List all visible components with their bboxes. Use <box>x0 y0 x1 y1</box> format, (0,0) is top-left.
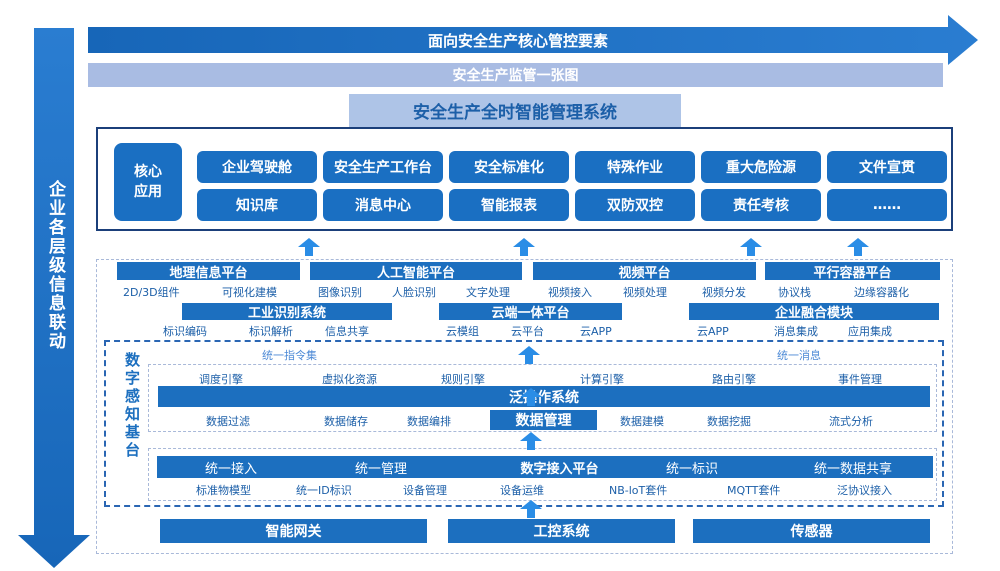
core-button: 安全标准化 <box>449 151 569 183</box>
unified-message-label: 统一消息 <box>777 349 821 362</box>
data-item: 流式分析 <box>829 415 873 428</box>
up-arrow-icon <box>298 238 320 256</box>
digital-base-title: 数字感知基台 <box>123 352 141 460</box>
top-right-arrow <box>88 15 978 65</box>
platform-item: 视频分发 <box>702 286 746 299</box>
engine-item: 规则引擎 <box>441 373 485 386</box>
platform-item: 标识编码 <box>163 325 207 338</box>
platform-area-outline <box>96 259 953 554</box>
platform-item: 可视化建模 <box>222 286 277 299</box>
platform-item: 2D/3D组件 <box>123 286 180 299</box>
platform-item: 视频接入 <box>548 286 592 299</box>
left-arrow-label: 企业各层级信息联动 <box>45 180 65 351</box>
os-title-bar: 泛操作系统 <box>158 386 930 407</box>
data-management-box: 数据管理 <box>490 410 597 430</box>
core-button: 企业驾驶舱 <box>197 151 317 183</box>
core-button: 特殊作业 <box>575 151 695 183</box>
up-arrow-icon <box>740 238 762 256</box>
data-item: 数据编排 <box>407 415 451 428</box>
platform-item: 信息共享 <box>325 325 369 338</box>
os-inner-frame <box>148 364 937 432</box>
platform-item: 图像识别 <box>318 286 362 299</box>
data-item: 数据过滤 <box>206 415 250 428</box>
platform-title: 人工智能平台 <box>310 262 522 281</box>
supervision-bar: 安全生产监管一张图 <box>88 63 943 87</box>
up-arrow-icon <box>520 432 542 450</box>
access-item: 设备运维 <box>500 484 544 497</box>
platform-title: 平行容器平台 <box>765 262 940 281</box>
access-item: MQTT套件 <box>727 484 781 497</box>
core-button: 知识库 <box>197 189 317 221</box>
platform-title: 云端一体平台 <box>439 303 622 321</box>
core-button: 消息中心 <box>323 189 443 221</box>
up-arrow-icon <box>518 346 540 364</box>
platform-item: 协议栈 <box>778 286 811 299</box>
platform-title: 企业融合模块 <box>689 303 939 321</box>
platform-title: 工业识别系统 <box>182 303 392 321</box>
platform-title: 地理信息平台 <box>117 262 300 281</box>
platform-item: 云平台 <box>511 325 544 338</box>
platform-item: 边缘容器化 <box>854 286 909 299</box>
access-bar-item: 统一管理 <box>354 461 407 477</box>
platform-item: 应用集成 <box>848 325 892 338</box>
access-bar-item: 统一数据共享 <box>813 461 892 477</box>
core-button: 智能报表 <box>449 189 569 221</box>
unified-command-label: 统一指令集 <box>262 349 317 362</box>
platform-item: 人脸识别 <box>392 286 436 299</box>
access-item: 设备管理 <box>403 484 447 497</box>
system-title: 安全生产全时智能管理系统 <box>349 94 681 127</box>
bottom-box: 智能网关 <box>160 519 427 543</box>
core-button: 重大危险源 <box>701 151 821 183</box>
data-item: 数据挖掘 <box>707 415 751 428</box>
access-item: NB-loT套件 <box>609 484 668 497</box>
core-app-label: 核心应用 <box>114 143 182 221</box>
platform-item: 云模组 <box>446 325 479 338</box>
access-item: 统一ID标识 <box>296 484 352 497</box>
core-button: 责任考核 <box>701 189 821 221</box>
access-bar-item: 统一标识 <box>665 461 718 477</box>
platform-item: 云APP <box>697 325 729 338</box>
engine-item: 调度引擎 <box>199 373 243 386</box>
core-button: 安全生产工作台 <box>323 151 443 183</box>
left-down-arrow <box>18 28 90 568</box>
platform-title: 视频平台 <box>533 262 756 281</box>
up-arrow-icon <box>520 500 542 518</box>
up-arrow-icon <box>847 238 869 256</box>
core-button: …… <box>827 189 947 221</box>
bottom-box: 传感器 <box>693 519 930 543</box>
platform-item: 标识解析 <box>249 325 293 338</box>
access-item: 标准物模型 <box>196 484 251 497</box>
engine-item: 虚拟化资源 <box>322 373 377 386</box>
access-bar <box>157 456 933 478</box>
platform-item: 消息集成 <box>774 325 818 338</box>
engine-item: 计算引擎 <box>580 373 624 386</box>
platform-item: 视频处理 <box>623 286 667 299</box>
core-button: 文件宣贯 <box>827 151 947 183</box>
up-arrow-icon <box>520 388 542 406</box>
access-inner-frame <box>148 448 937 501</box>
access-bar-item: 统一接入 <box>204 461 257 477</box>
core-button: 双防双控 <box>575 189 695 221</box>
top-arrow-label: 面向安全生产核心管控要素 <box>427 31 608 50</box>
platform-item: 文字处理 <box>466 286 510 299</box>
data-item: 数据储存 <box>324 415 368 428</box>
bottom-box: 工控系统 <box>448 519 675 543</box>
up-arrow-icon <box>513 238 535 256</box>
data-item: 数据建模 <box>620 415 664 428</box>
platform-item: 云APP <box>580 325 612 338</box>
access-bar-item: 数字接入平台 <box>520 461 599 477</box>
engine-item: 路由引擎 <box>712 373 756 386</box>
access-item: 泛协议接入 <box>837 484 892 497</box>
engine-item: 事件管理 <box>838 373 882 386</box>
